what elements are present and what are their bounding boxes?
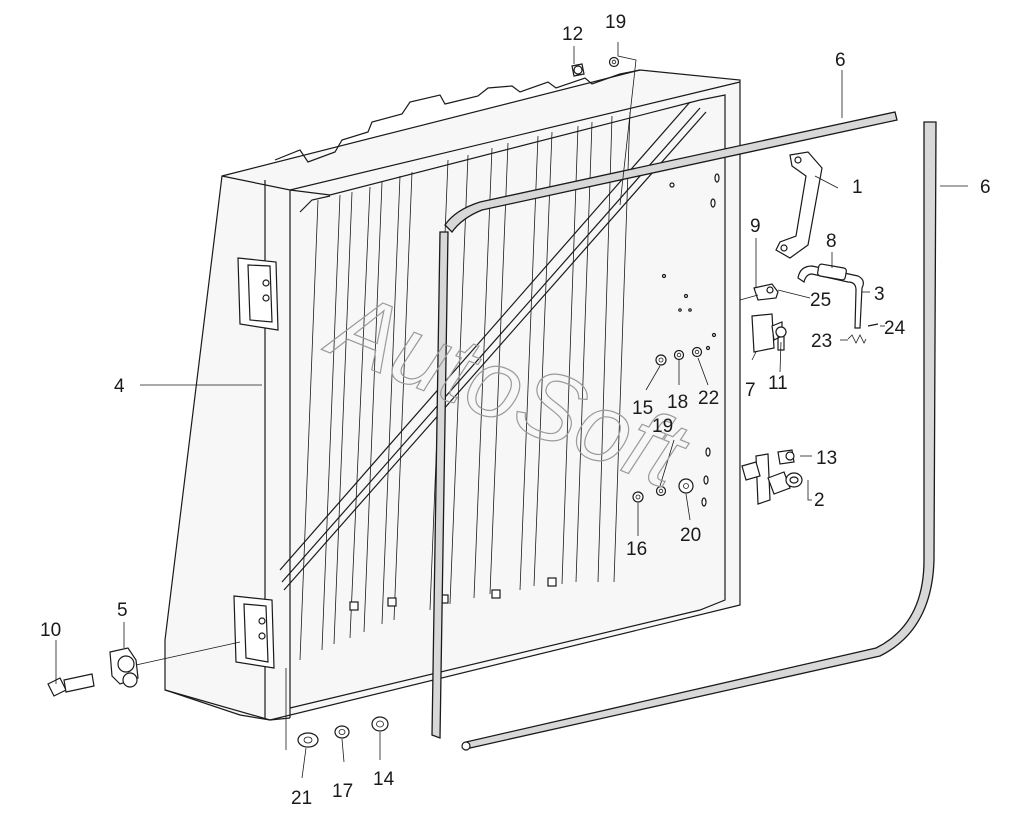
louver-slats [299, 111, 631, 661]
callout-25: 25 [810, 290, 831, 311]
callout-8: 8 [826, 231, 837, 252]
callout-19-top: 19 [605, 12, 626, 33]
nut-15 [655, 354, 667, 366]
callout-4: 4 [114, 376, 125, 397]
callout-18: 18 [667, 392, 688, 413]
handle [775, 151, 823, 259]
bolt-12 [571, 63, 585, 77]
washer-19-lower [655, 485, 667, 497]
callout-1: 1 [852, 177, 863, 198]
washer-19-top [608, 56, 620, 68]
nut-16 [632, 491, 644, 503]
callout-12: 12 [562, 24, 583, 45]
callout-24: 24 [884, 318, 906, 339]
lock-latch [741, 453, 803, 505]
callout-16: 16 [626, 539, 647, 560]
washer-21 [297, 732, 319, 748]
striker-plate [751, 313, 783, 353]
callout-19-lower: 19 [652, 416, 673, 437]
washer-18 [673, 349, 685, 361]
cotter-pin [867, 323, 879, 327]
door-frame [164, 69, 741, 721]
hinge-bolt [47, 673, 95, 697]
lower-hinge-bracket [233, 595, 275, 669]
callout-6-side: 6 [980, 177, 991, 198]
callout-3: 3 [874, 284, 885, 305]
callout-17: 17 [332, 781, 353, 802]
callout-20: 20 [680, 525, 701, 546]
nut-14 [371, 716, 389, 732]
callout-15: 15 [632, 398, 653, 419]
callout-7: 7 [745, 380, 756, 401]
callout-23: 23 [811, 331, 832, 352]
washer-20 [678, 478, 694, 494]
upper-hinge-bracket [237, 257, 279, 331]
callout-5: 5 [117, 600, 128, 621]
seal-strip-side [461, 121, 937, 751]
latch-bracket [753, 283, 779, 301]
callout-14: 14 [373, 769, 395, 790]
washer-17 [334, 725, 350, 739]
callout-22: 22 [698, 388, 719, 409]
lock-rod [797, 263, 864, 329]
callout-11: 11 [768, 373, 788, 394]
callout-6-top: 6 [835, 50, 846, 71]
callout-labels: 1 2 3 4 5 6 6 7 8 9 10 11 12 13 14 15 16… [40, 12, 991, 809]
callout-13: 13 [816, 448, 837, 469]
spring [847, 334, 867, 344]
leader-lines [55, 42, 968, 779]
hinge [109, 647, 139, 688]
seal-strip-top [431, 111, 898, 739]
callout-2: 2 [814, 490, 825, 511]
latch-bolt [777, 449, 795, 465]
callout-10: 10 [40, 620, 61, 641]
washer-22 [691, 346, 703, 358]
callout-21: 21 [291, 788, 312, 809]
callout-9: 9 [750, 216, 761, 237]
